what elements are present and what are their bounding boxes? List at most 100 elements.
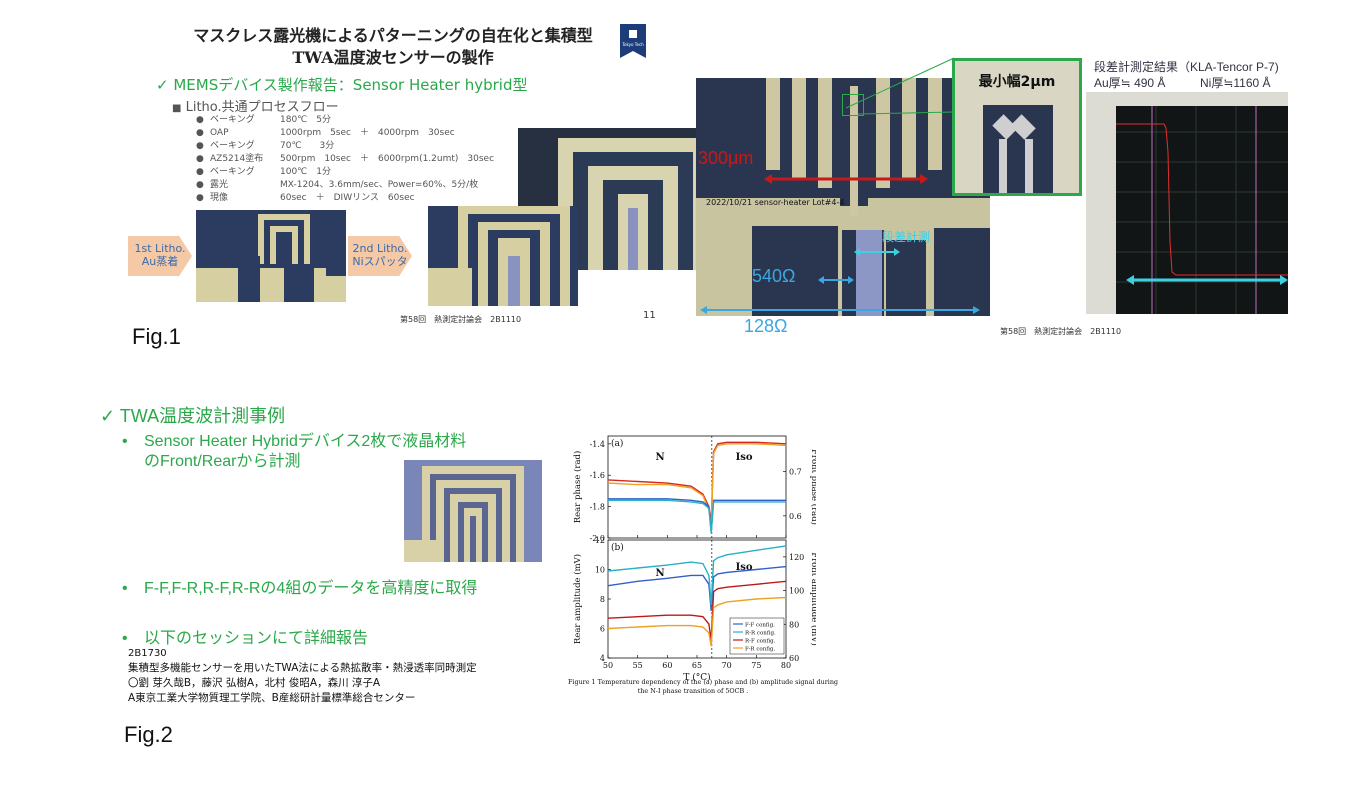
phase-label-n: N — [655, 452, 664, 463]
y-tick-label: -2.0 — [590, 534, 605, 543]
y-right-tick-label: 60 — [789, 654, 799, 663]
y-axis-label: Rear amplitude (mV) — [572, 554, 583, 644]
step-measure-arrow — [854, 242, 900, 256]
x-tick-label: 65 — [692, 661, 702, 670]
legend-entry: F-R config. — [745, 647, 775, 653]
logo-text: Tokyo Tech — [622, 42, 644, 47]
slide1-title-line1: マスクレス露光機によるパターニングの自在化と集積型 — [193, 26, 593, 45]
fig2-label: Fig.2 — [124, 722, 173, 747]
series-line — [607, 580, 787, 641]
dimension-300-label: 300μm — [698, 148, 754, 168]
section-bullet: ■ — [172, 103, 182, 114]
session-id: 2B1730 — [128, 648, 167, 659]
fig2-bullet-2: •F-F,F-R,R-F,R-Rの4組のデータを高精度に取得 — [122, 580, 478, 597]
check-mark: ✓ — [156, 76, 169, 94]
legend-entry: F-F config. — [745, 623, 775, 629]
series-line — [607, 565, 787, 611]
reference-title: 集積型多機能センサーを用いたTWA法による熱拡散率・熱浸透率同時測定 — [128, 662, 477, 674]
litho-2-arrow: 2nd Litho. Niスパッタ — [348, 236, 412, 276]
plot-frame — [607, 435, 787, 539]
au-thickness: Au厚≒ 490 Å — [1094, 76, 1166, 90]
slide1-subtitle: ✓ MEMSデバイス製作報告：Sensor Heater hybrid型 — [156, 74, 527, 95]
chart-caption-line2: the N-I phase transition of 5OCB . — [637, 687, 749, 695]
y-right-tick-label: 0.6 — [789, 512, 802, 521]
resistance-128-label: 128Ω — [744, 316, 788, 336]
step-measure-label: 段差計測 — [882, 230, 931, 244]
legend-entry: R-R config. — [745, 631, 776, 637]
slide1-title-line2: TWA温度波センサーの製作 — [292, 48, 494, 67]
fig2-heading: ✓ TWA温度波計測事例 — [100, 402, 285, 428]
profile-title: 段差計測定結果（KLA-Tencor P-7) — [1094, 60, 1279, 74]
panel-label: (a) — [611, 438, 623, 449]
device-photo-2 — [428, 206, 578, 306]
ni-thickness: Ni厚≒1160 Å — [1200, 76, 1271, 90]
slide1-section: ■ Litho.共通プロセスフロー — [172, 96, 339, 115]
y-axis-label: Rear phase (rad) — [572, 451, 583, 524]
photo-caption: 2022/10/21 sensor-heater Lot#4-4 — [706, 198, 845, 207]
fig2-check: ✓ — [100, 406, 116, 426]
series-line — [607, 441, 787, 523]
y-tick-label: -1.4 — [590, 440, 605, 449]
legend-entry: R-F config. — [745, 639, 776, 645]
hybrid-device-photo — [404, 460, 542, 562]
x-tick-label: 55 — [633, 661, 643, 670]
y-right-tick-label: 80 — [789, 620, 799, 629]
phase-label-iso: Iso — [736, 562, 753, 573]
y-right-tick-label: 100 — [789, 587, 804, 596]
device-photo-1 — [196, 210, 346, 302]
y-tick-label: 6 — [600, 625, 605, 634]
slide-1: マスクレス露光機によるパターニングの自在化と集積型 TWA温度波センサーの製作 … — [120, 12, 714, 337]
x-tick-label: 50 — [603, 661, 613, 670]
x-tick-label: 60 — [662, 661, 672, 670]
x-axis-label: T (°C) — [683, 672, 710, 683]
y-tick-label: 4 — [600, 654, 605, 663]
y-tick-label: 10 — [595, 566, 605, 575]
section-text: Litho.共通プロセスフロー — [185, 100, 339, 115]
x-tick-label: 70 — [722, 661, 732, 670]
dimension-300-arrow — [764, 170, 928, 184]
y-tick-label: 8 — [600, 595, 605, 604]
zoom-inset: 最小幅2μm — [952, 58, 1082, 196]
slide2-footer: 第58回 熱測定討論会 2B1110 — [1000, 327, 1122, 336]
resistance-540-arrow — [818, 270, 854, 284]
slide-2: 最小幅2μm 300μm 2022/10/21 sensor-heater Lo… — [694, 56, 1294, 346]
x-tick-label: 80 — [781, 661, 791, 670]
y-right-tick-label: 120 — [789, 553, 804, 562]
slide1-footer: 第58回 熱測定討論会 2B1110 — [400, 315, 522, 324]
fig2-bullet-1: •Sensor Heater Hybridデバイス2枚で液晶材料 のFront/… — [122, 433, 467, 470]
reference-affiliation: A東京工業大学物質理工学院、B産総研計量標準総合センター — [128, 692, 416, 704]
profilometer-screen — [1086, 92, 1288, 314]
panel-label: (b) — [611, 542, 624, 553]
slide1-page-number: 11 — [643, 310, 656, 321]
zoom-connector-lines — [834, 56, 964, 116]
reference-authors: 〇劉 芽久哉B，藤沢 弘樹A，北村 俊昭A，森川 淳子A — [128, 677, 381, 689]
resistance-540-label: 540Ω — [752, 266, 796, 286]
phase-label-iso: Iso — [736, 452, 753, 463]
x-tick-label: 75 — [751, 661, 761, 670]
min-width-label: 最小幅2μm — [978, 74, 1056, 90]
chart-caption-line1: Figure 1 Temperature dependency of the (… — [568, 678, 839, 686]
y-right-tick-label: 0.7 — [789, 467, 802, 476]
series-line — [607, 443, 787, 528]
y-tick-label: -1.8 — [590, 503, 605, 512]
device-photo-3 — [518, 128, 714, 270]
y-tick-label: 12 — [595, 536, 605, 545]
y-right-axis-label: Front phase (rad) — [809, 449, 816, 525]
profile-height-arrow — [1126, 270, 1288, 285]
resistance-128-arrow — [700, 300, 980, 314]
series-line — [608, 499, 786, 534]
fig2-bullet-3: •以下のセッションにて詳細報告 — [122, 630, 369, 647]
y-right-axis-label: Front amplitude (mV) — [809, 552, 816, 646]
fig1-label: Fig.1 — [132, 324, 181, 349]
litho-1-arrow: 1st Litho. Au蒸着 — [128, 236, 192, 276]
series-line — [608, 498, 786, 532]
subtitle-text: MEMSデバイス製作報告：Sensor Heater hybrid型 — [173, 76, 528, 94]
fig2-heading-text: TWA温度波計測事例 — [119, 406, 286, 426]
